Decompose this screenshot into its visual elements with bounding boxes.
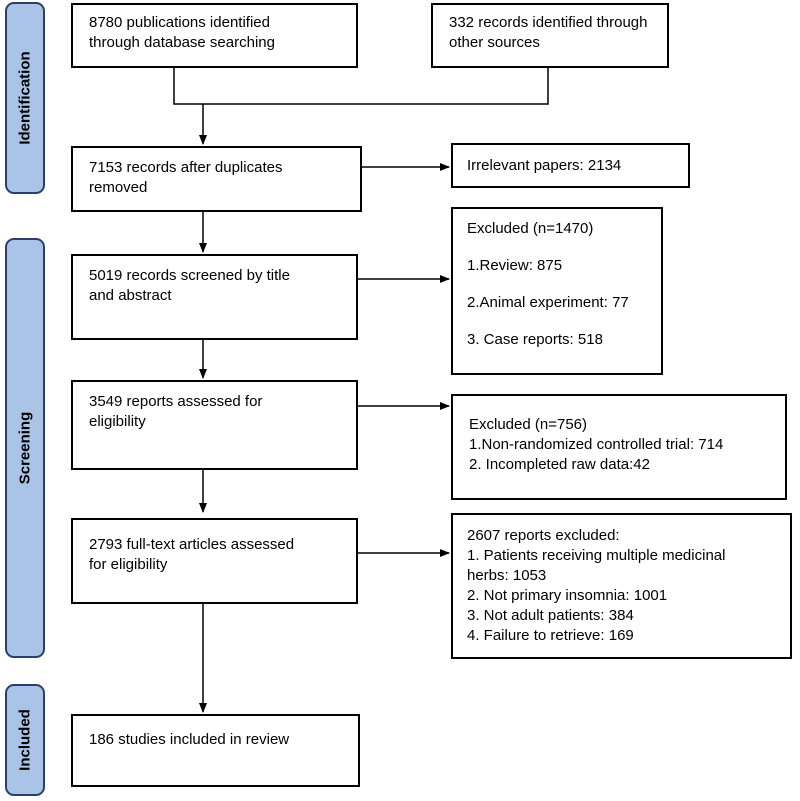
included-box: 186 studies included in review [71,714,360,787]
excluded-1-item-3: 3. Case reports: 518 [467,331,603,348]
other-sources-line-2: other sources [449,34,540,51]
title-abstract-box: 5019 records screened by title and abstr… [71,254,358,340]
excluded-3-title: 2607 reports excluded: [467,527,620,544]
full-text-line-1: 2793 full-text articles assessed [89,536,295,553]
after-duplicates-line-2: removed [89,179,148,196]
other-sources-box: 332 records identified through other sou… [431,3,669,68]
irrelevant-line-1: Irrelevant papers: 2134 [467,157,622,174]
full-text-line-2: for eligibility [89,556,168,573]
excluded-3-item-1: 1. Patients receiving multiple medicinal [467,547,726,564]
title-abstract-line-1: 5019 records screened by title [89,267,290,284]
excluded-2-box: Excluded (n=756) 1.Non-randomized contro… [451,394,787,500]
excluded-1-item-1: 1.Review: 875 [467,257,563,274]
db-search-line-2: through database searching [89,34,275,51]
excluded-1-item-2: 2.Animal experiment: 77 [467,294,629,311]
after-duplicates-line-1: 7153 records after duplicates [89,159,283,176]
other-sources-line-1: 332 records identified through [449,14,648,31]
excluded-2-item-2: 2. Incompleted raw data:42 [469,456,650,473]
eligibility-box: 3549 reports assessed for eligibility [71,380,358,470]
stage-included: Included [5,684,45,796]
title-abstract-line-2: and abstract [89,287,172,304]
excluded-3-box: 2607 reports excluded: 1. Patients recei… [451,513,792,659]
eligibility-line-2: eligibility [89,413,146,430]
full-text-box: 2793 full-text articles assessed for eli… [71,518,358,604]
excluded-1-title: Excluded (n=1470) [467,220,594,237]
excluded-3-item-1-cont: herbs: 1053 [467,567,547,584]
excluded-2-title: Excluded (n=756) [469,416,587,433]
db-search-line-1: 8780 publications identified [89,14,270,31]
excluded-3-item-4: 4. Failure to retrieve: 169 [467,627,634,644]
merge-line [173,68,549,105]
included-line-1: 186 studies included in review [89,731,290,748]
excluded-1-box: Excluded (n=1470) 1.Review: 875 2.Animal… [451,207,663,375]
excluded-3-item-3: 3. Not adult patients: 384 [467,607,634,624]
after-duplicates-box: 7153 records after duplicates removed [71,146,362,212]
eligibility-line-1: 3549 reports assessed for [89,393,263,410]
stage-screening: Screening [5,238,45,658]
db-search-box: 8780 publications identified through dat… [71,3,358,68]
stage-identification: Identification [5,2,45,194]
excluded-2-item-1: 1.Non-randomized controlled trial: 714 [469,436,724,453]
excluded-3-item-2: 2. Not primary insomnia: 1001 [467,587,668,604]
irrelevant-box: Irrelevant papers: 2134 [451,143,690,188]
